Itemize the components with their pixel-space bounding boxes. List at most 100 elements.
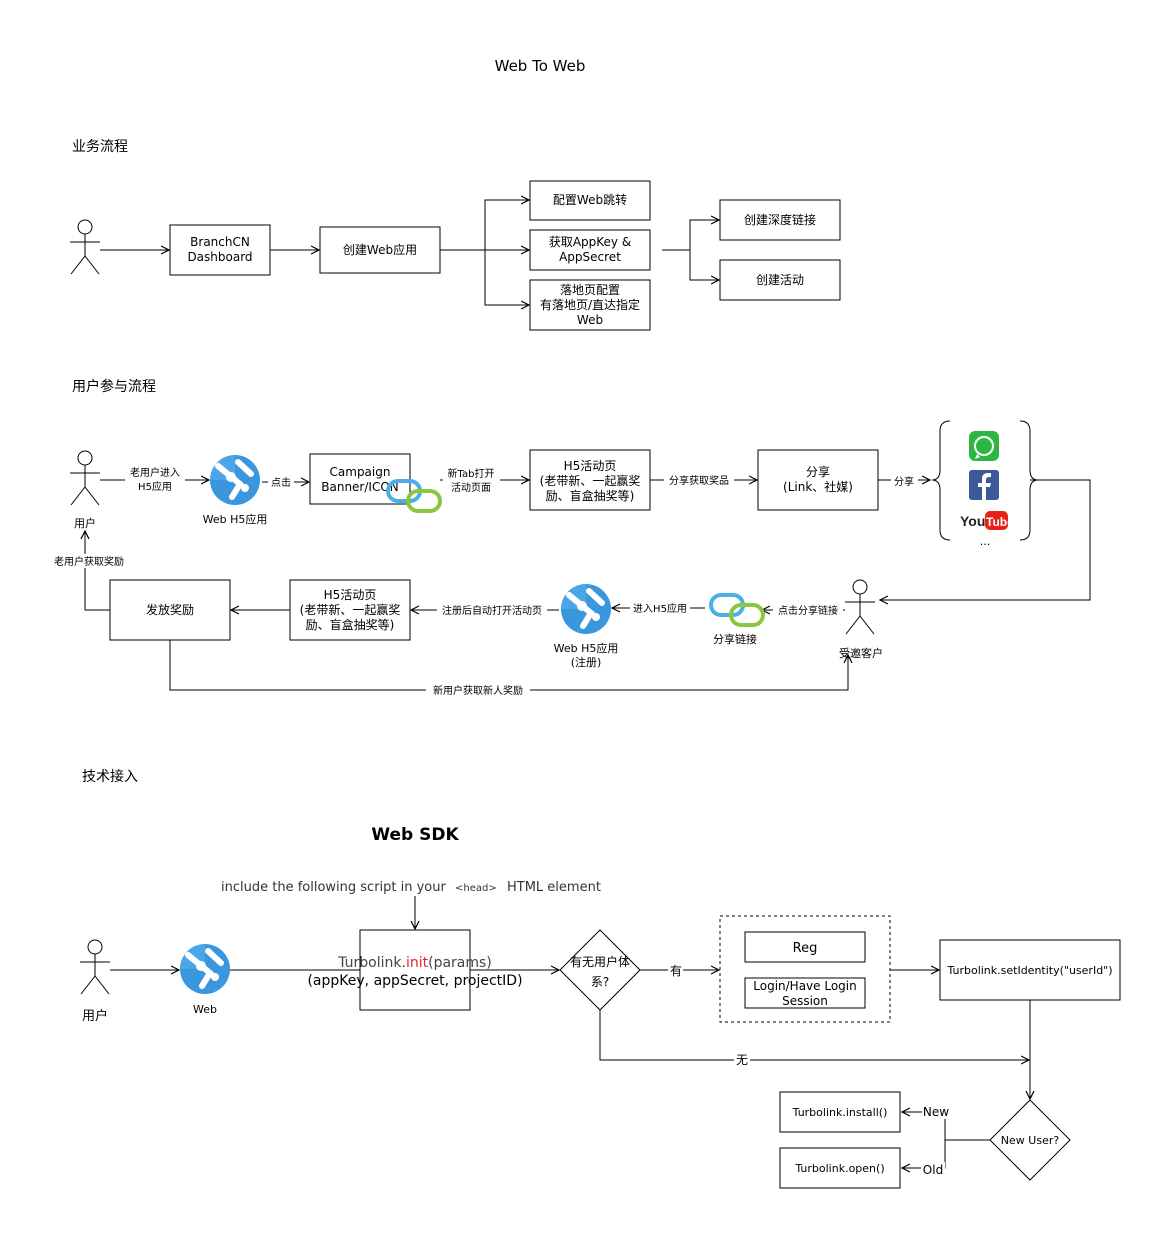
share-get-prize-label: 分享获取奖品: [669, 474, 729, 487]
new-label: New: [923, 1105, 949, 1119]
person-icon: [844, 579, 876, 635]
new-user-label: New User?: [1001, 1134, 1060, 1147]
h5-page-box[interactable]: [529, 449, 651, 511]
landing-page-line3: Web: [577, 313, 603, 327]
web-h5-app-label: Web H5应用: [203, 512, 268, 526]
create-deeplink-label: 创建深度链接: [744, 212, 816, 227]
edge: [169, 640, 848, 691]
login-button[interactable]: [744, 977, 866, 1009]
landing-page-box[interactable]: [529, 279, 651, 331]
edge: [599, 1010, 1029, 1060]
click-label: 点击: [271, 477, 291, 489]
share-label: 分享: [894, 475, 914, 488]
include-text: include the following script in your: [221, 880, 447, 895]
edge: [85, 531, 110, 611]
share-box-line1: 分享: [806, 464, 830, 479]
chain-link-icon: [709, 593, 765, 627]
reg-label: Reg: [793, 941, 818, 956]
web-app-icon: [210, 455, 260, 505]
social-more: ...: [980, 535, 991, 548]
share-box-line2: (Link、社媒): [783, 479, 853, 494]
include-tag: <head>: [455, 883, 497, 894]
turbolink-init-box[interactable]: [359, 929, 471, 1011]
whatsapp-icon: [969, 431, 999, 461]
init-params: (appKey, appSecret, projectID): [307, 973, 522, 989]
h5-page-2-line2: (老带新、一起赢奖: [300, 602, 401, 617]
person-icon: [69, 219, 101, 275]
create-web-app-box[interactable]: [319, 226, 441, 274]
campaign-banner-line1: Campaign: [330, 465, 391, 479]
include-text-post: HTML element: [507, 880, 601, 895]
new-user-decision[interactable]: [989, 1099, 1071, 1181]
enter-h5-label: 进入H5应用: [633, 602, 687, 615]
reg-button[interactable]: [744, 931, 866, 963]
has-user-system-line1: 有无用户体: [570, 954, 630, 969]
youtube-icon: You Tube: [960, 511, 1014, 530]
create-deeplink-box[interactable]: [719, 199, 841, 241]
h5-page-2-line3: 励、盲盒抽奖等): [306, 617, 395, 632]
no-label: 无: [736, 1053, 748, 1067]
create-web-app-label: 创建Web应用: [343, 242, 417, 257]
landing-page-line2: 有落地页/直达指定: [540, 297, 640, 312]
section-tech-flow: 技术接入: [82, 768, 138, 785]
old-label: Old: [923, 1163, 943, 1177]
branchcn-line2: Dashboard: [187, 250, 252, 264]
h5-page-2-line1: H5活动页: [324, 588, 377, 602]
config-web-jump-label: 配置Web跳转: [553, 192, 627, 207]
svg-text:Tube: Tube: [986, 515, 1014, 529]
init-suffix: (params): [428, 955, 492, 971]
left-brace: [931, 420, 951, 541]
set-identity-label: Turbolink.setIdentity("userId"): [946, 964, 1112, 977]
web-h5-register-line1: Web H5应用: [554, 641, 619, 655]
h5-page-2-box[interactable]: [289, 579, 411, 641]
web-h5-register-line2: (注册): [571, 655, 602, 669]
svg-text:You: You: [960, 513, 985, 529]
sdk-title: Web SDK: [371, 825, 459, 845]
edge: [880, 479, 1091, 600]
install-label: Turbolink.install(): [792, 1106, 888, 1119]
install-box[interactable]: [779, 1091, 901, 1133]
facebook-icon: [969, 470, 999, 500]
branchcn-line1: BranchCN: [190, 235, 250, 249]
edge: [484, 200, 529, 250]
login-line1: Login/Have Login: [753, 979, 856, 993]
edge: [689, 250, 719, 280]
section-user-flow: 用户参与流程: [72, 378, 156, 395]
create-campaign-box[interactable]: [719, 259, 841, 301]
new-tab-line1: 新Tab打开: [448, 467, 495, 480]
grant-reward-box[interactable]: [109, 579, 231, 641]
config-web-jump-box[interactable]: [529, 180, 651, 221]
invited-customer-label: 受邀客户: [839, 646, 883, 660]
old-user-enter-line2: H5应用: [138, 480, 172, 493]
user-label: 用户: [74, 516, 96, 530]
has-user-system-line2: 系?: [591, 975, 609, 989]
person-icon: [69, 450, 101, 506]
h5-page-line2: (老带新、一起赢奖: [540, 473, 641, 488]
create-campaign-label: 创建活动: [756, 273, 804, 287]
get-appkey-line2: AppSecret: [559, 250, 621, 264]
init-prefix: Turbolink.: [337, 955, 406, 971]
edge: [484, 250, 529, 305]
open-box[interactable]: [779, 1147, 901, 1189]
auto-open-label: 注册后自动打开活动页: [442, 604, 542, 617]
share-box[interactable]: [757, 449, 879, 511]
has-user-system-decision[interactable]: [559, 929, 641, 1011]
new-tab-line2: 活动页面: [451, 482, 491, 494]
share-link-label: 分享链接: [713, 632, 757, 646]
get-appkey-line1: 获取AppKey &: [549, 235, 631, 249]
login-line2: Session: [782, 994, 828, 1008]
landing-page-line1: 落地页配置: [560, 283, 620, 297]
grant-reward-label: 发放奖励: [146, 602, 194, 617]
campaign-banner-box[interactable]: [309, 453, 411, 505]
get-appkey-box[interactable]: [529, 229, 651, 271]
init-call: Turbolink.init(params): [337, 955, 492, 971]
edge: [689, 220, 719, 250]
tech-user-label: 用户: [82, 1008, 108, 1024]
web-app-icon: [180, 944, 230, 994]
diagram-title: Web To Web: [495, 57, 586, 75]
section-business-flow: 业务流程: [72, 139, 128, 155]
h5-page-line3: 励、盲盒抽奖等): [546, 488, 635, 503]
h5-page-line1: H5活动页: [564, 459, 617, 473]
click-share-link-label: 点击分享链接: [778, 604, 838, 617]
